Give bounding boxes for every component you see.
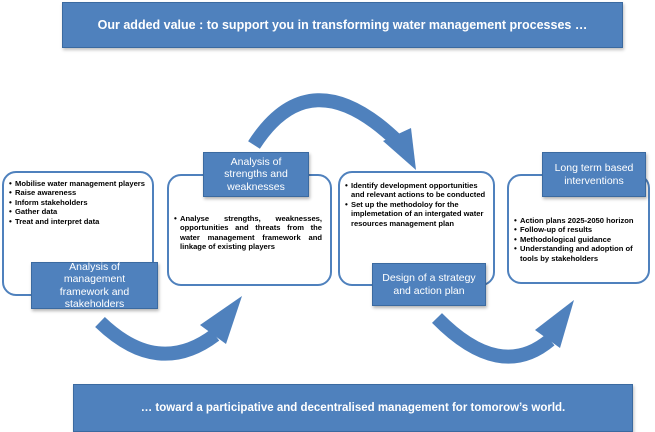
list-item: Follow-up of results (514, 225, 642, 235)
list-item: Inform stakeholders (9, 198, 146, 208)
list-item: Set up the methodoloy for the implemetat… (345, 200, 487, 228)
arrow-step3-to-step4 (432, 313, 555, 364)
list-item: Methodological guidance (514, 235, 642, 245)
arrowhead-step1-to-step2 (200, 296, 242, 344)
arrowhead-step2-to-step3 (383, 128, 416, 170)
bottom-banner: … toward a participative and decentralis… (73, 384, 633, 432)
top-banner: Our added value : to support you in tran… (62, 2, 623, 48)
list-item: Identify development opportunities and r… (345, 181, 487, 200)
list-item: Treat and interpret data (9, 217, 146, 227)
arrow-step2-to-step3 (248, 93, 401, 149)
step-2-label-text: Analysis of strengths and weaknesses (224, 155, 288, 193)
bottom-banner-text: … toward a participative and decentralis… (140, 402, 566, 414)
step-1-label: Analysis of management framework and sta… (31, 260, 158, 311)
step-2-list: Analyse strengths, weaknesses, opportuni… (174, 214, 322, 252)
step-1-label-text: Analysis of management framework and sta… (59, 260, 130, 311)
step-2-label: Analysis of strengths and weaknesses (203, 152, 309, 197)
step-3-label-text: Design of a strategy and action plan (382, 272, 476, 297)
arrow-step1-to-step2 (95, 316, 220, 361)
list-item: Mobilise water management players (9, 179, 146, 189)
step-3-list: Identify development opportunities and r… (345, 181, 487, 228)
step-4-list: Action plans 2025-2050 horizon Follow-up… (514, 216, 642, 263)
list-item: Analyse strengths, weaknesses, opportuni… (174, 214, 322, 252)
list-item: Understanding and adoption of tools by s… (514, 244, 642, 263)
top-banner-text: Our added value : to support you in tran… (97, 18, 588, 32)
step-3-label: Design of a strategy and action plan (372, 263, 486, 306)
list-item: Action plans 2025-2050 horizon (514, 216, 642, 226)
step-1-list: Mobilise water management players Raise … (9, 179, 146, 227)
arrowhead-step3-to-step4 (535, 300, 574, 348)
step-4-label-text: Long term based interventions (554, 162, 634, 187)
list-item: Gather data (9, 207, 146, 217)
list-item: Raise awareness (9, 188, 146, 198)
step-4-label: Long term based interventions (542, 152, 646, 197)
